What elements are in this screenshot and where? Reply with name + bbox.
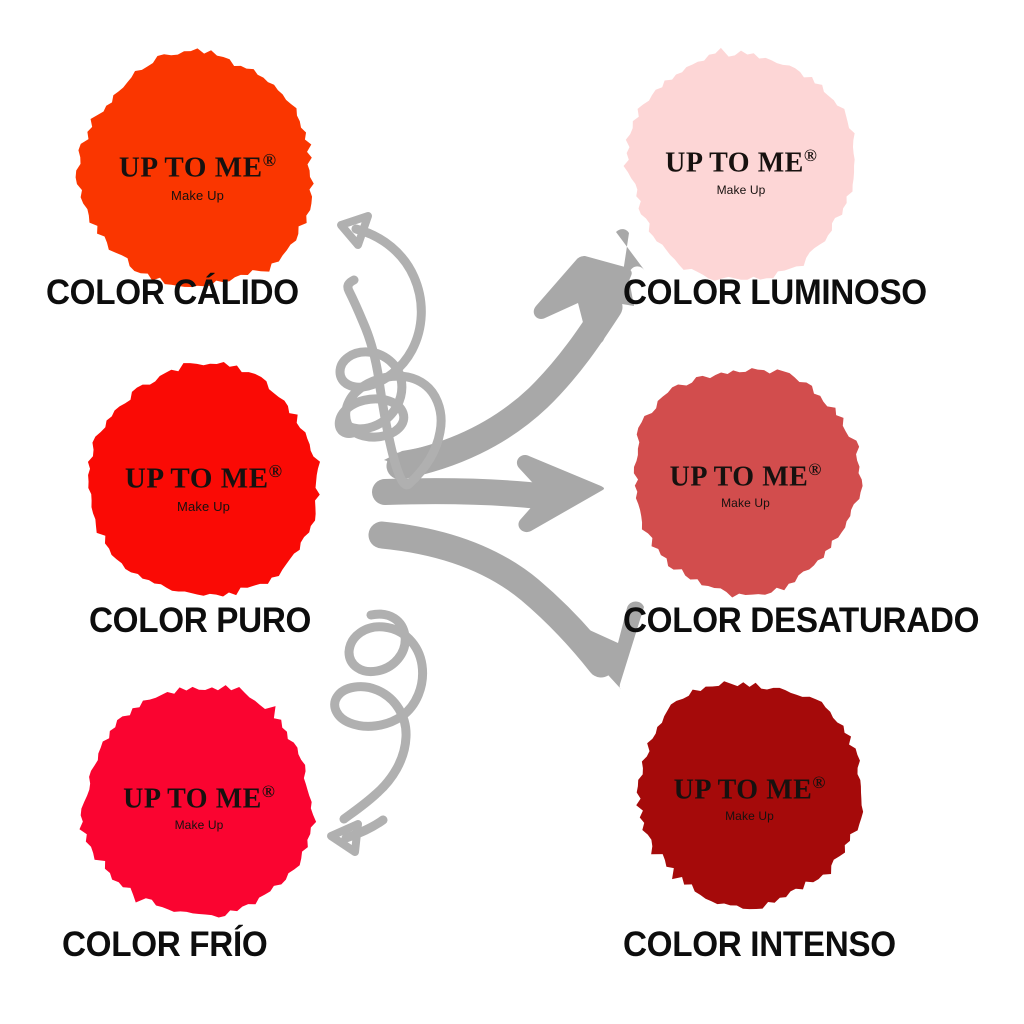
arrow-curly-up-left-tail [335, 224, 426, 434]
swatch-color-frio[interactable]: UP TO ME® Make Up [79, 682, 319, 922]
arrow-up-right-head [533, 256, 632, 345]
caption-color-intenso: COLOR INTENSO [623, 925, 896, 964]
caption-color-luminoso: COLOR LUMINOSO [623, 273, 927, 312]
caption-color-desaturado: COLOR DESATURADO [623, 601, 980, 640]
caption-color-calido: COLOR CÁLIDO [46, 273, 299, 312]
swatch-color-desaturado[interactable]: UP TO ME® Make Up [627, 361, 864, 598]
paint-blob [627, 361, 864, 598]
arrow-curly-down-left-path [330, 609, 428, 824]
arrow-curly-down-left-tail [341, 815, 388, 843]
arrow-right-shaft [372, 478, 561, 510]
swatch-color-intenso[interactable]: UP TO ME® Make Up [632, 675, 867, 910]
paint-blob [79, 682, 319, 922]
swatch-color-calido[interactable]: UP TO ME® Make Up [75, 48, 320, 293]
caption-color-frio: COLOR FRÍO [62, 925, 268, 964]
swatch-color-luminoso[interactable]: UP TO ME® Make Up [622, 47, 860, 285]
arrow-down-right-shaft [368, 521, 615, 678]
paint-blob [82, 360, 325, 603]
swatch-color-puro[interactable]: UP TO ME® Make Up [82, 360, 325, 603]
paint-blob [632, 675, 867, 910]
arrow-curly-down-left-head [327, 820, 362, 856]
arrow-up-right-shaft [386, 293, 623, 480]
arrow-curly-up-left-head [337, 212, 372, 249]
arrow-curly-up-left-path [334, 275, 446, 490]
paint-blob [622, 47, 860, 285]
arrow-right-head [516, 455, 604, 533]
paint-blob [75, 48, 320, 293]
arrow-up-right [384, 229, 645, 469]
caption-color-puro: COLOR PURO [89, 601, 312, 640]
